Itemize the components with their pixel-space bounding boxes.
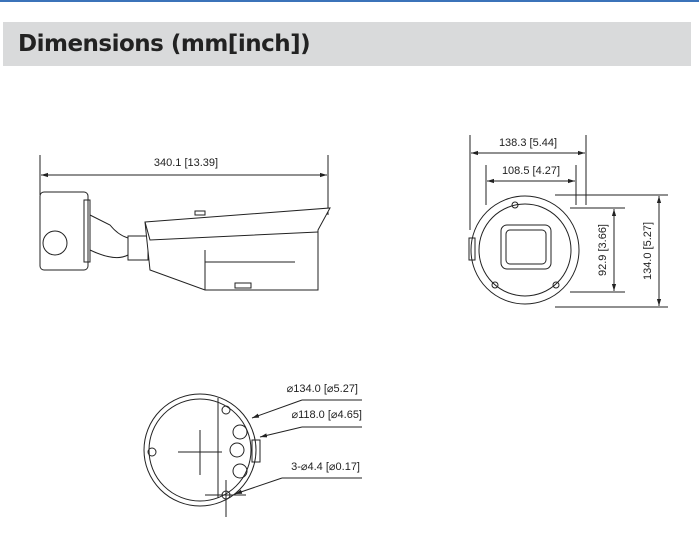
- side-view-drawing: 340.1 [13.39]: [39, 155, 331, 291]
- front-height-inner-label: 92.9 [3.66]: [597, 224, 609, 276]
- header-accent-line: [0, 0, 699, 2]
- front-height-outer-label: 134.0 [5.27]: [642, 222, 654, 280]
- front-view-drawing: 138.3 [5.44] 108.5 [4.27] 92.9 [3.66] 13…: [468, 135, 668, 308]
- base-holes-label: 3-⌀4.4 [⌀0.17]: [291, 461, 360, 473]
- base-view-drawing: ⌀134.0 [⌀5.27] ⌀118.0 [⌀4.65] 3-⌀4.4 [⌀0…: [143, 383, 362, 517]
- front-width-outer-label: 138.3 [5.44]: [499, 137, 557, 149]
- section-title: Dimensions (mm[inch]): [18, 31, 311, 57]
- base-diameter-outer-label: ⌀134.0 [⌀5.27]: [287, 383, 358, 395]
- section-header: [3, 22, 691, 66]
- side-length-label: 340.1 [13.39]: [154, 157, 218, 169]
- base-diameter-inner-label: ⌀118.0 [⌀4.65]: [291, 409, 362, 421]
- front-width-inner-label: 108.5 [4.27]: [502, 165, 560, 177]
